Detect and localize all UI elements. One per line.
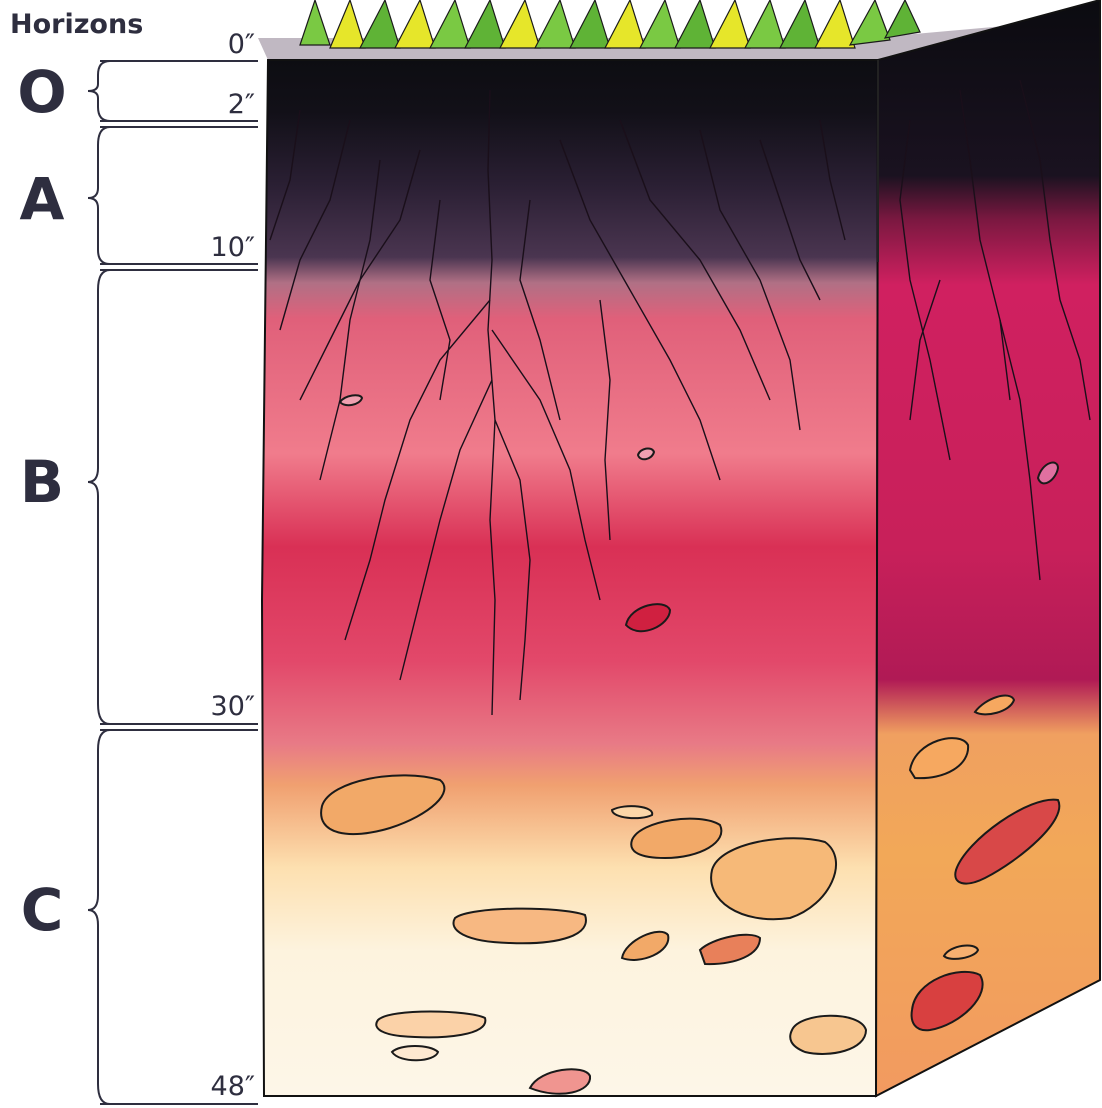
depth-mark-2: 2″	[175, 90, 255, 120]
horizon-braces	[88, 61, 110, 1104]
depth-mark-48: 48″	[175, 1072, 255, 1102]
depth-lines	[100, 61, 258, 1104]
grass	[300, 0, 920, 48]
horizon-label-c: C	[12, 878, 72, 942]
horizon-label-a: A	[12, 167, 72, 231]
horizon-label-o: O	[12, 60, 72, 124]
depth-mark-0: 0″	[175, 30, 255, 60]
horizon-label-b: B	[12, 450, 72, 514]
depth-mark-30: 30″	[175, 692, 255, 722]
horizons-title: Horizons	[10, 10, 143, 40]
soil-block-side	[876, 0, 1100, 1096]
depth-mark-10: 10″	[175, 233, 255, 263]
